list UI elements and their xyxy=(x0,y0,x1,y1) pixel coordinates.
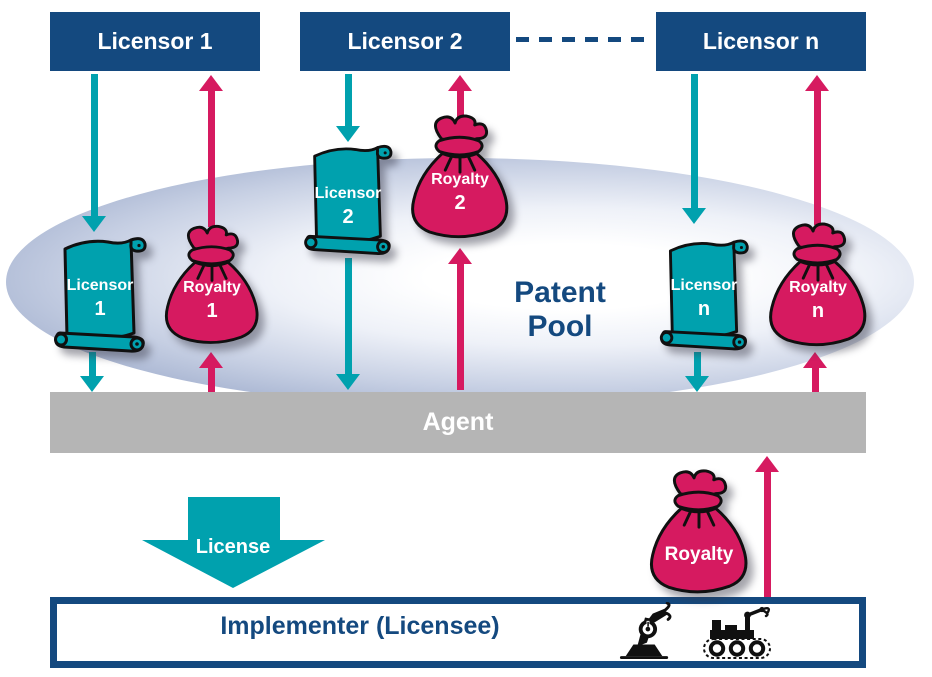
bottom-bag-label: Royalty xyxy=(642,544,756,567)
patent-pool-label-line1: Patent xyxy=(514,276,606,309)
tracked-robot-icon xyxy=(700,606,776,660)
bag-2-label-line1: Royalty xyxy=(431,171,489,188)
scroll-1-label: Licensor 1 xyxy=(50,276,150,321)
scroll-2-label-line1: Licensor xyxy=(314,185,382,202)
licensor1-to-agent-down-arrow xyxy=(80,352,104,392)
royalty1-to-licensor1-up-arrow xyxy=(199,75,223,227)
bag-2-label-line2: 2 xyxy=(454,192,466,215)
licensor-1-label: Licensor 1 xyxy=(97,28,213,54)
licensor1-license-down-arrow xyxy=(82,74,106,232)
royalty-2-bag: Royalty 2 xyxy=(406,112,514,244)
robot-arm-icon xyxy=(618,602,672,660)
licensor-n-scroll: Licensor n xyxy=(656,232,752,360)
agent-label: Agent xyxy=(422,408,494,436)
agent-to-royaltyn-up-arrow xyxy=(803,352,827,392)
royalty-n-bag: Royalty n xyxy=(764,220,872,352)
licensor-2-label: Licensor 2 xyxy=(347,28,463,54)
bag-1-label: Royalty 1 xyxy=(160,278,264,323)
bottom-bag-label-text: Royalty xyxy=(664,544,734,565)
licensor-2-scroll: Licensor 2 xyxy=(298,140,398,262)
scroll-2-label: Licensor 2 xyxy=(298,184,398,229)
license-arrow-label: License xyxy=(195,536,271,558)
bag-n-label: Royalty n xyxy=(764,278,872,323)
royalty-bottom-bag: Royalty xyxy=(642,468,756,598)
money-bag-icon xyxy=(642,468,756,598)
licensor2-license-down-arrow xyxy=(336,74,360,142)
bag-n-label-line2: n xyxy=(811,300,825,323)
agent-to-royalty1-up-arrow xyxy=(199,352,223,392)
licensor-1-scroll: Licensor 1 xyxy=(50,232,150,360)
bag-1-label-line2: 1 xyxy=(206,300,218,323)
licensor-n-box: Licensor n xyxy=(656,12,866,71)
licensor-connector-dashed-line xyxy=(516,37,650,42)
license-big-down-arrow xyxy=(142,497,325,588)
scroll-n-label-line2: n xyxy=(697,298,711,321)
implementer-to-agent-royalty-up-arrow xyxy=(755,456,779,597)
implementer-label: Implementer (Licensee) xyxy=(220,612,500,640)
licensor-2-box: Licensor 2 xyxy=(300,12,510,71)
royalty2-to-licensor2-up-arrow xyxy=(448,75,472,117)
scroll-n-label-line1: Licensor xyxy=(670,277,738,294)
patent-pool-label: Patent Pool xyxy=(470,276,650,343)
patent-pool-label-line2: Pool xyxy=(527,309,593,343)
scroll-1-label-line2: 1 xyxy=(94,298,106,321)
scroll-1-label-line1: Licensor xyxy=(66,277,134,294)
bag-2-label: Royalty 2 xyxy=(406,170,514,215)
scroll-n-label: Licensor n xyxy=(656,276,752,321)
agent-to-royalty2-up-arrow xyxy=(448,248,472,390)
royalty-1-bag: Royalty 1 xyxy=(160,220,264,352)
scroll-2-label-line2: 2 xyxy=(342,206,354,229)
licensor2-to-agent-down-arrow xyxy=(336,258,360,390)
licensor-1-box: Licensor 1 xyxy=(50,12,260,71)
licensorn-to-agent-down-arrow xyxy=(685,352,709,392)
agent-bar: Agent xyxy=(50,392,866,453)
bag-1-label-line1: Royalty xyxy=(183,279,241,296)
royaltyn-to-licensorn-up-arrow xyxy=(805,75,829,225)
licensorn-license-down-arrow xyxy=(682,74,706,224)
bag-n-label-line1: Royalty xyxy=(789,279,847,296)
licensor-n-label: Licensor n xyxy=(702,28,820,54)
